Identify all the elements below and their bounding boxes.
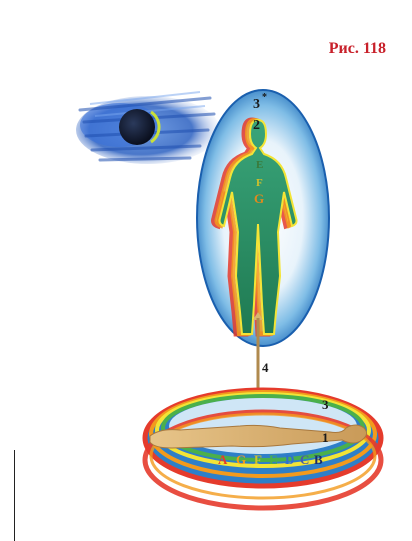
label-f: F bbox=[256, 177, 263, 189]
letter-g: G bbox=[236, 452, 246, 467]
label-4: 4 bbox=[262, 360, 269, 375]
label-1: 1 bbox=[322, 430, 329, 445]
page-border-line bbox=[14, 450, 15, 541]
letter-f: F bbox=[254, 452, 262, 467]
lower-aura-ring bbox=[145, 390, 381, 508]
letter-d: D bbox=[285, 452, 294, 467]
letter-b: B bbox=[314, 452, 323, 467]
label-3-top: 3 bbox=[253, 97, 260, 112]
label-g: G bbox=[254, 191, 264, 206]
letter-c: C bbox=[300, 452, 309, 467]
letter-a: A bbox=[218, 452, 228, 467]
label-2: 2 bbox=[253, 118, 260, 133]
dark-planet-icon bbox=[119, 109, 159, 145]
label-star: * bbox=[262, 92, 267, 103]
letter-e: E bbox=[269, 452, 278, 467]
label-e: E bbox=[256, 159, 263, 171]
label-3-ring: 3 bbox=[322, 397, 329, 412]
